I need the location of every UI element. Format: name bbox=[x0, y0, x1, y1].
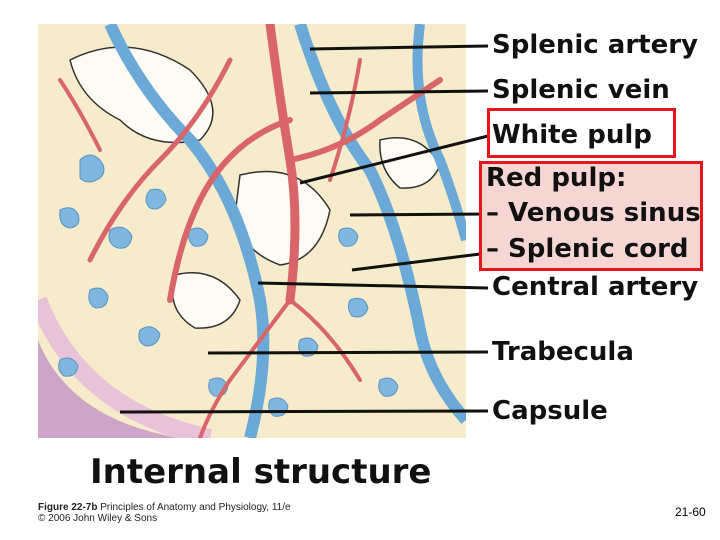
label-capsule: Capsule bbox=[492, 396, 608, 426]
leader-splenic-cord bbox=[351, 251, 489, 272]
red-pulp-highlight-box bbox=[479, 161, 703, 271]
leader-splenic-vein bbox=[309, 89, 489, 95]
page-number: 21-60 bbox=[675, 505, 706, 519]
caption-copyright: © 2006 John Wiley & Sons bbox=[38, 513, 158, 524]
label-splenic-vein: Splenic vein bbox=[492, 75, 670, 105]
label-splenic-cord: – Splenic cord bbox=[486, 234, 689, 264]
capsule bbox=[38, 340, 180, 438]
leader-splenic-artery bbox=[309, 44, 489, 51]
label-splenic-artery: Splenic artery bbox=[492, 30, 698, 60]
caption-book: Principles of Anatomy and Physiology, 11… bbox=[100, 502, 291, 513]
leader-venous-sinus bbox=[349, 212, 489, 217]
leader-white-pulp bbox=[299, 134, 489, 185]
white-pulp-highlight-box bbox=[487, 108, 676, 158]
label-venous-sinus: – Venous sinus bbox=[486, 198, 701, 228]
figure-title: Internal structure bbox=[90, 452, 432, 492]
label-central-artery: Central artery bbox=[492, 272, 699, 302]
leader-trabecula bbox=[207, 350, 489, 355]
figure-caption: Figure 22-7b Principles of Anatomy and P… bbox=[38, 502, 291, 524]
label-white-pulp: White pulp bbox=[492, 120, 652, 150]
label-red-pulp: Red pulp: bbox=[486, 163, 627, 193]
caption-figure: Figure 22-7b bbox=[38, 502, 98, 513]
leader-capsule bbox=[119, 409, 489, 414]
venous-trabecula bbox=[104, 24, 270, 438]
leader-central-artery bbox=[257, 281, 489, 290]
label-trabecula: Trabecula bbox=[492, 337, 634, 367]
